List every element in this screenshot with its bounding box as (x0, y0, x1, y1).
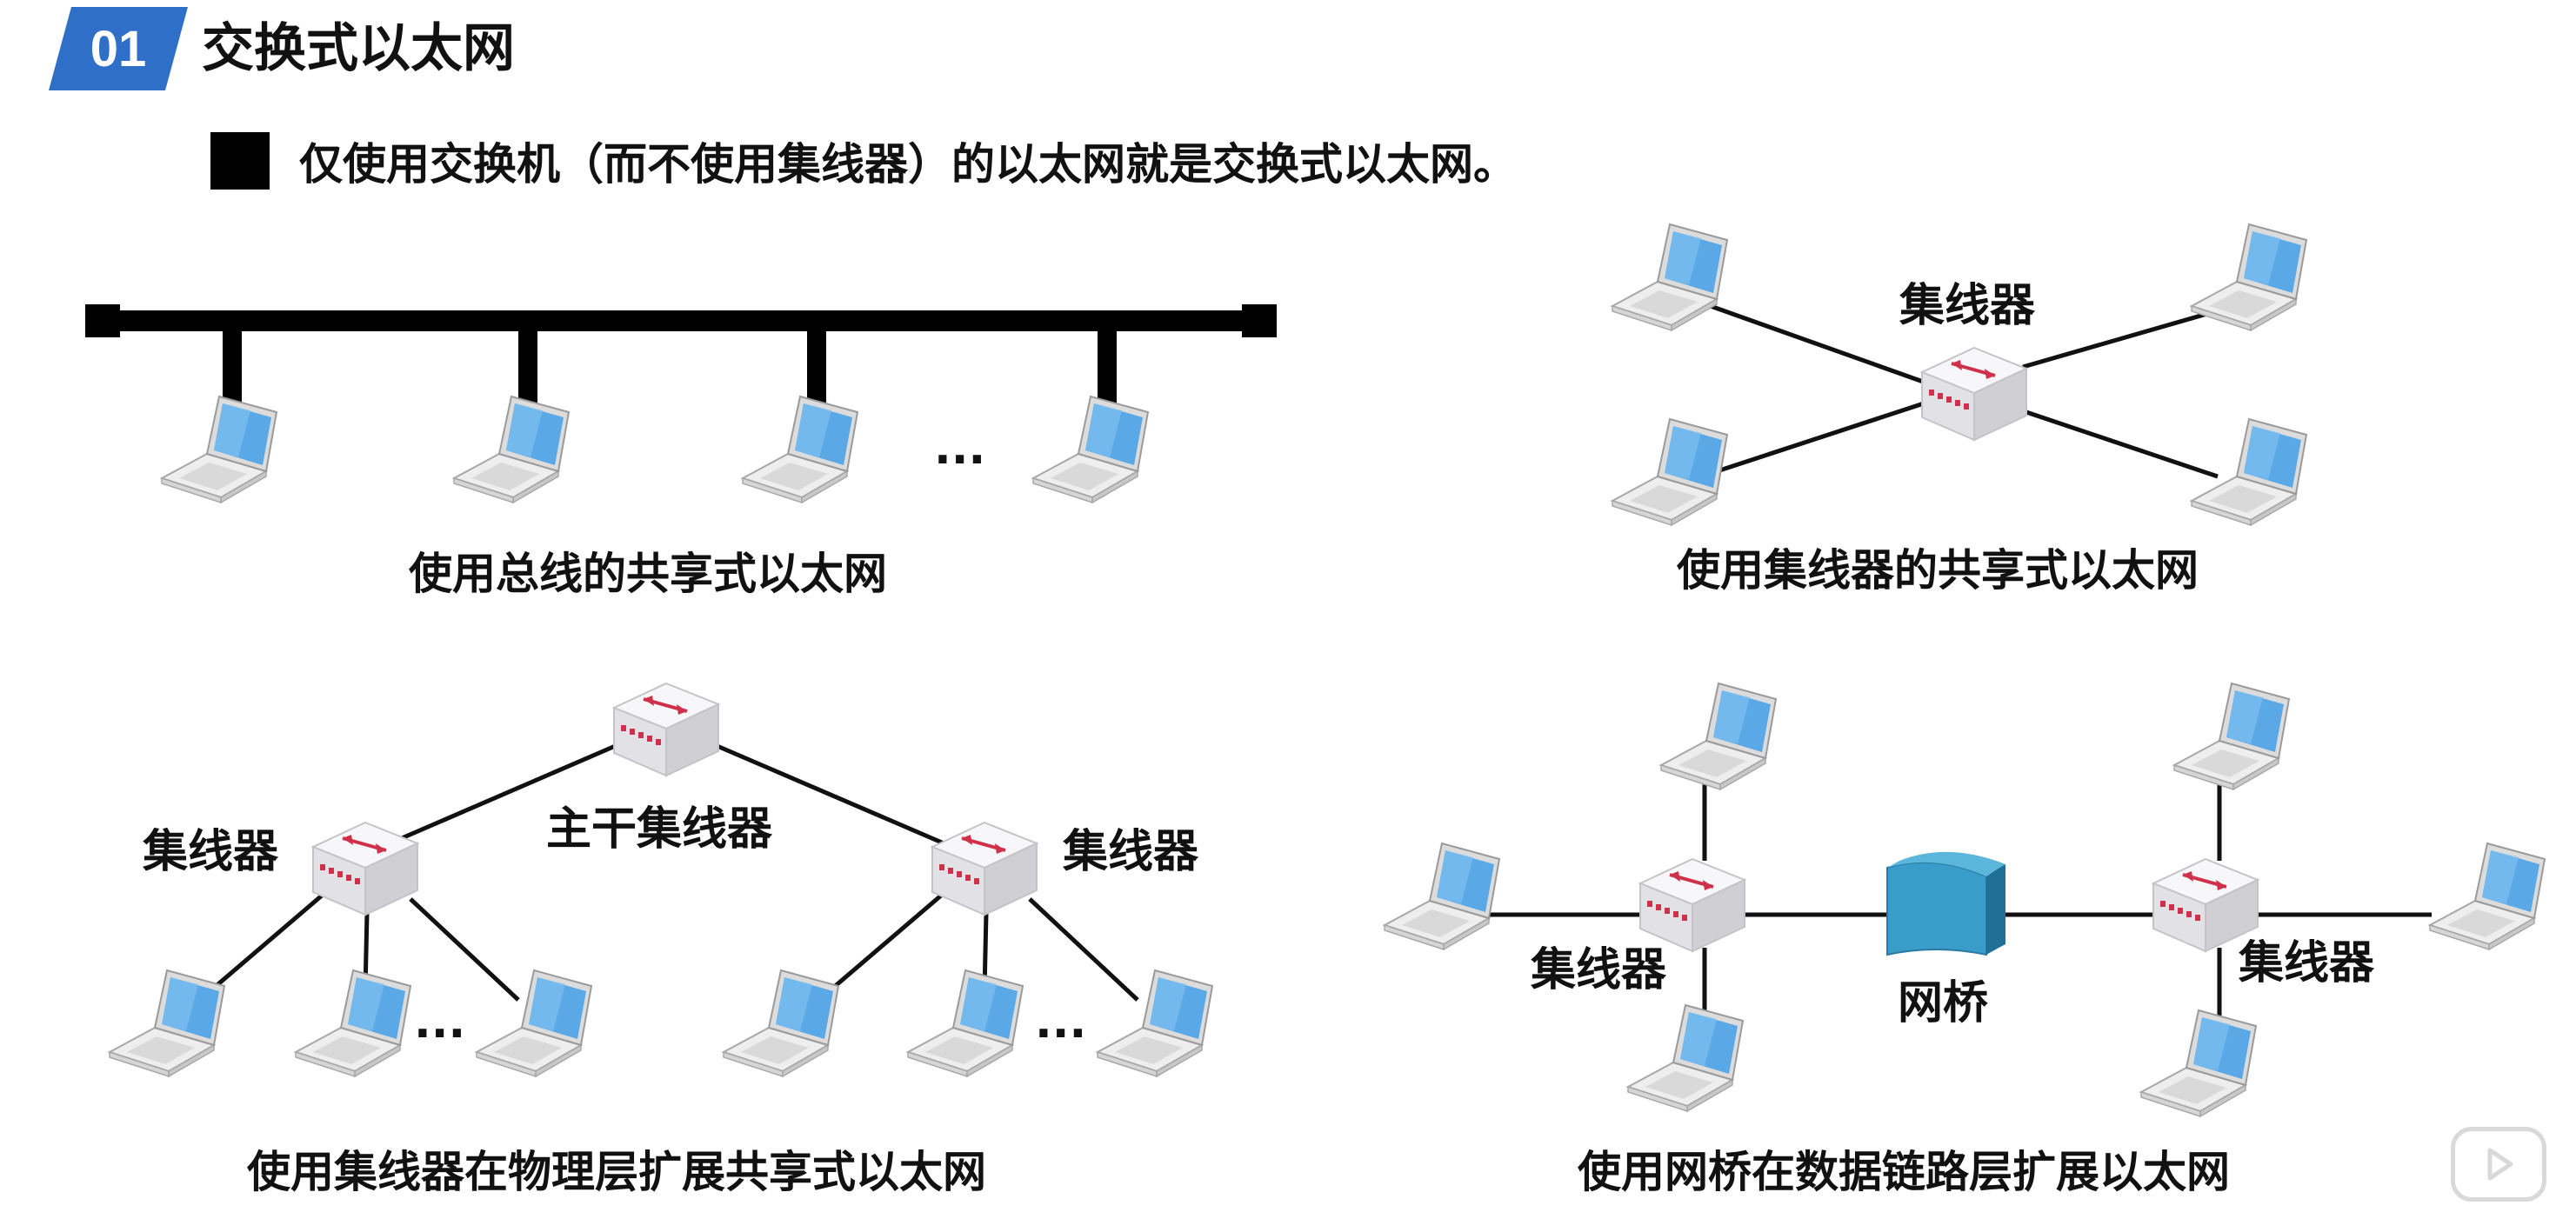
hub-caption: 使用集线器的共享式以太网 (1677, 545, 2199, 596)
laptop-icon (161, 396, 277, 503)
laptop-icon (1097, 969, 1213, 1077)
bridge-caption: 使用网桥在数据链路层扩展以太网 (1578, 1147, 2230, 1197)
laptop-icon (476, 969, 592, 1077)
bus-ellipsis: ... (934, 423, 986, 475)
bullet-square (210, 132, 270, 190)
laptop-icon (109, 969, 225, 1077)
right-hub-label: 集线器 (1063, 826, 1199, 878)
laptop-icon (1612, 223, 1728, 331)
bus-caption: 使用总线的共享式以太网 (409, 549, 887, 599)
play-button[interactable] (2451, 1127, 2546, 1202)
bridge-left-hub-label: 集线器 (1531, 944, 1667, 996)
hub-icon (1638, 857, 1746, 953)
laptop-icon (1612, 418, 1728, 526)
laptop-icon (453, 396, 570, 503)
laptop-icon (907, 969, 1024, 1077)
bus-cable (113, 310, 1249, 331)
hub-icon (931, 821, 1038, 916)
hub-panel (1612, 223, 2307, 526)
laptop-icon (2140, 1009, 2257, 1117)
bridge-label: 网桥 (1898, 977, 1989, 1029)
backbone-hub-label: 主干集线器 (546, 803, 773, 856)
page-title: 交换式以太网 (202, 18, 515, 79)
laptop-icon (2173, 683, 2290, 790)
laptop-icon (1660, 683, 1777, 790)
play-icon (2487, 1148, 2513, 1181)
laptop-icon (742, 396, 858, 503)
hub-icon (311, 821, 419, 916)
laptop-icon (1384, 843, 1500, 950)
laptop-icon (1627, 1004, 1744, 1112)
bullet-text: 仅使用交换机（而不使用集线器）的以太网就是交换式以太网。 (299, 139, 1517, 190)
laptop-icon (1032, 396, 1149, 503)
bridge-panel (1384, 683, 2546, 1117)
hub-icon (1920, 346, 2028, 442)
bus-panel (85, 304, 1277, 503)
bridge-icon (1886, 851, 2005, 956)
laptop-icon (295, 969, 411, 1077)
section-badge: 01 (49, 7, 188, 90)
laptop-icon (723, 969, 839, 1077)
section-number: 01 (90, 20, 147, 77)
laptop-icon (2429, 843, 2546, 950)
hub-icon (612, 682, 720, 777)
laptop-icon (2191, 223, 2307, 331)
left-hub-label: 集线器 (143, 826, 279, 878)
ellipsis-right: ... (1035, 996, 1087, 1049)
ellipsis-left: ... (414, 996, 466, 1049)
hub-label: 集线器 (1899, 280, 2036, 332)
hub-expand-caption: 使用集线器在物理层扩展共享式以太网 (247, 1147, 986, 1197)
bridge-right-hub-label: 集线器 (2239, 937, 2375, 989)
hub-expand-panel (109, 682, 1213, 1077)
